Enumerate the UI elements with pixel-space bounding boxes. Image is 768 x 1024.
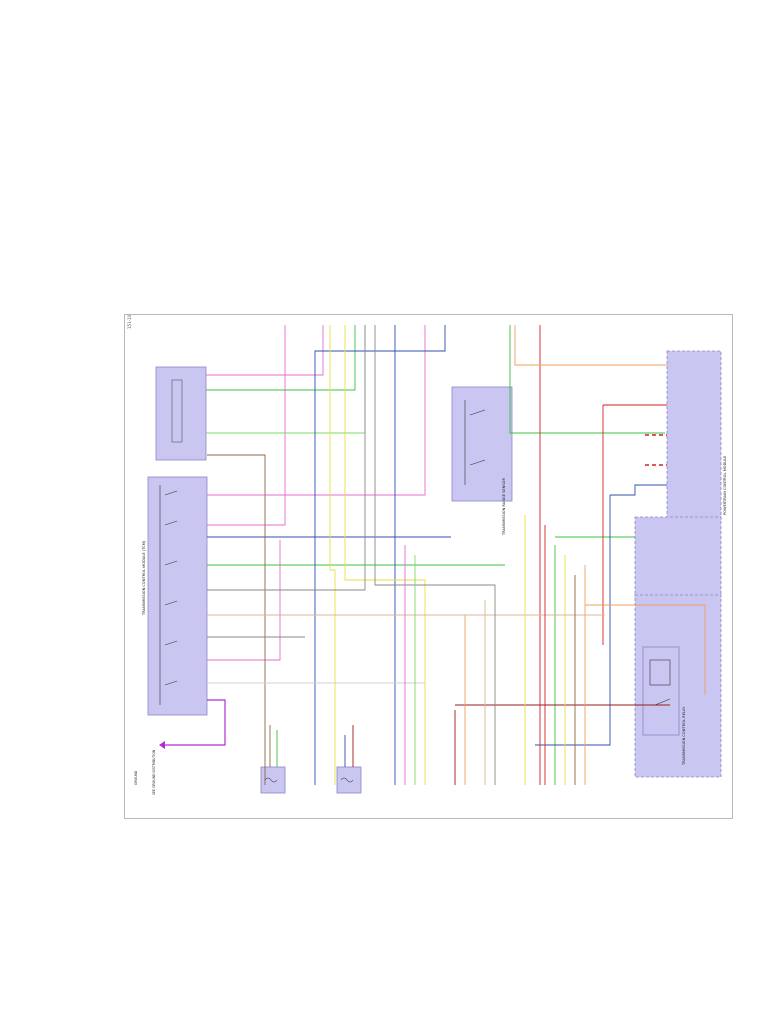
wire-lightgreen-1 <box>206 325 366 434</box>
range-sensor-switches <box>464 400 486 485</box>
wire-gray-1 <box>207 325 366 591</box>
wire-green-3 <box>509 325 665 434</box>
range-sensor-label: TRANSMISSION RANGE SENSOR <box>502 478 506 536</box>
wire-pink-4 <box>207 540 281 661</box>
wire-gray-2 <box>374 325 496 785</box>
wire-pink-1 <box>206 325 324 376</box>
range-sensor-box <box>451 386 513 502</box>
wire-group <box>165 325 706 785</box>
pcm-label: POWERTRAIN CONTROL MODULE <box>723 455 727 515</box>
sensor-module-box <box>155 366 207 461</box>
ground-arrow-icon <box>159 741 165 749</box>
tcm-label: TRANSMISSION CONTROL MODULE (TCM) <box>142 540 146 616</box>
wire-yellow-2 <box>344 325 426 785</box>
tcm-box <box>147 476 208 716</box>
wire-brown-1 <box>207 454 266 785</box>
wire-violet-ground <box>165 699 226 746</box>
wire-blue-3 <box>314 325 446 785</box>
relay-label: TRANSMISSION CONTROL RELAY <box>682 706 686 766</box>
page-reference: 151-10 <box>127 315 132 329</box>
wire-pink-3 <box>207 325 286 526</box>
ref-note: SEE GROUND DISTRIBUTION <box>152 749 156 795</box>
tcm-switches <box>159 485 178 705</box>
sensor-2-box <box>336 766 362 794</box>
wire-blue-5 <box>535 495 611 746</box>
wire-pink-2 <box>207 325 426 496</box>
wiring-diagram-sheet: 151-10 TRANSMISSION CONTROL MODULE (TCM)… <box>124 314 733 819</box>
wire-green-1 <box>206 325 356 391</box>
wire-orange-2 <box>585 604 706 695</box>
wire-blue-4 <box>610 484 667 496</box>
relay-box <box>642 646 680 736</box>
wiring-diagram: 151-10 TRANSMISSION CONTROL MODULE (TCM)… <box>127 315 727 795</box>
relay-internals <box>649 659 671 706</box>
pcm-box-middle <box>634 516 722 598</box>
wire-yellow-1 <box>329 325 336 785</box>
ground-note: GROUND <box>134 770 138 785</box>
wire-orange-1 <box>514 325 667 366</box>
pcm-box-upper <box>666 350 722 522</box>
sensor-element <box>171 379 183 443</box>
sensor-coils <box>264 777 354 783</box>
